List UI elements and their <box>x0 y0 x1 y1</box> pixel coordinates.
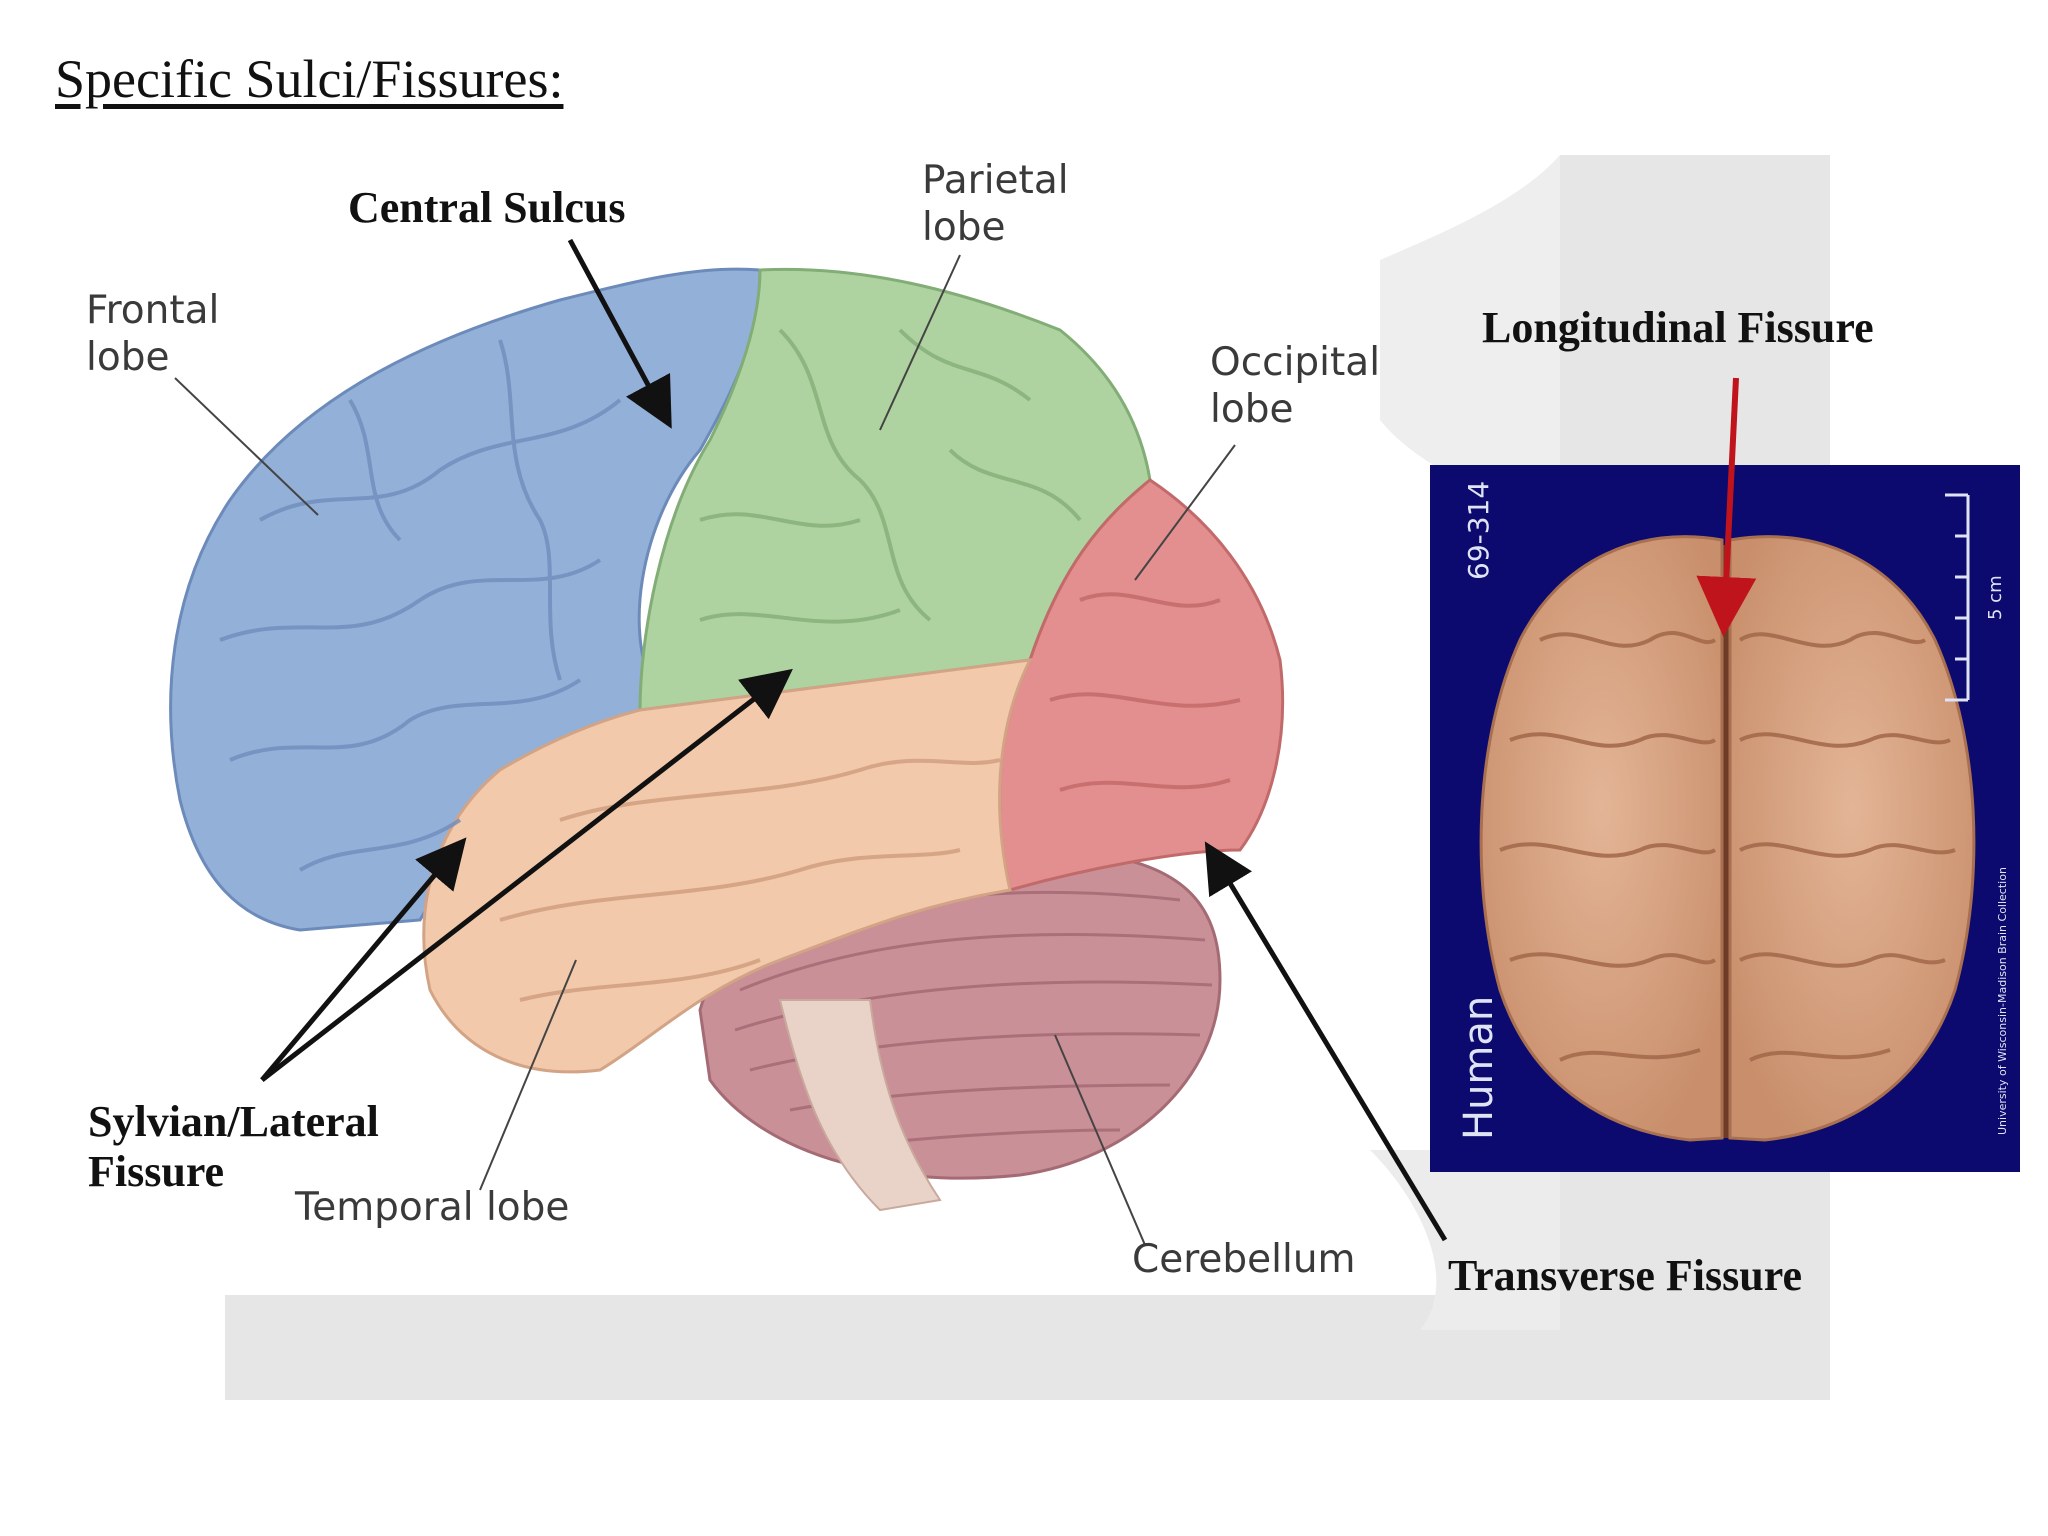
photo-gyri <box>1499 631 1956 1062</box>
page-title: Specific Sulci/Fissures: <box>55 49 564 109</box>
cerebellum-leader-line <box>1054 1034 1146 1246</box>
sylvian-label-line1: Sylvian/Lateral <box>88 1097 379 1146</box>
temporal-leader-line <box>479 959 577 1191</box>
sylvian-arrow-lower <box>260 837 467 1082</box>
parietal-leader-line <box>879 254 961 431</box>
specimen-id-label: 69-314 <box>1462 480 1495 580</box>
superior-brain-photo <box>1430 465 2020 1172</box>
parietal-label-line1: Parietal <box>922 158 1069 203</box>
temporal-gyri <box>499 758 1001 1002</box>
frontal-label-line2: lobe <box>86 334 170 380</box>
brainstem <box>778 999 942 1212</box>
transverse-fissure-label: Transverse Fissure <box>1448 1251 1802 1300</box>
photo-left-hemisphere <box>1479 535 1724 1142</box>
frontal-label-line1: Frontal <box>86 288 220 333</box>
transverse-fissure-arrow <box>1204 841 1448 1242</box>
photo-credit-label: University of Wisconsin-Madison Brain Co… <box>1996 867 2009 1135</box>
parietal-label-line2: lobe <box>922 204 1006 250</box>
central-sulcus-label: Central Sulcus <box>348 183 626 232</box>
frontal-lobe-label: Frontal lobe <box>86 288 219 382</box>
longitudinal-fissure-label: Longitudinal Fissure <box>1482 303 1874 352</box>
occipital-gyri <box>1049 592 1241 792</box>
species-label: Human <box>1456 995 1502 1140</box>
arrows <box>260 238 1757 1242</box>
occipital-leader-line <box>1134 444 1236 581</box>
frontal-leader-line <box>174 377 319 516</box>
sylvian-fissure-label: Sylvian/Lateral Fissure <box>88 1097 379 1197</box>
occipital-label-line2: lobe <box>1210 386 1294 432</box>
central-sulcus-arrow <box>567 238 672 429</box>
frontal-lobe-region <box>169 267 762 932</box>
cerebellum-label: Cerebellum <box>1132 1237 1356 1282</box>
parietal-lobe-label: Parietal lobe <box>922 158 1069 252</box>
longitudinal-fissure-arrow <box>1696 377 1757 637</box>
temporal-lobe-label: Temporal lobe <box>295 1185 570 1230</box>
sylvian-label-line2: Fissure <box>88 1147 225 1196</box>
leader-lines <box>174 254 1236 1246</box>
occipital-lobe-label: Occipital lobe <box>1210 340 1380 434</box>
parietal-gyri <box>699 328 1082 624</box>
sylvian-arrow-upper <box>260 668 793 1082</box>
occipital-label-line1: Occipital <box>1210 340 1381 385</box>
frontal-gyri <box>219 339 622 872</box>
lateral-brain-illustration <box>169 254 1285 1246</box>
scale-bar <box>1945 493 1970 702</box>
scale-label: 5 cm <box>1985 575 2006 620</box>
photo-right-hemisphere <box>1728 535 1976 1142</box>
